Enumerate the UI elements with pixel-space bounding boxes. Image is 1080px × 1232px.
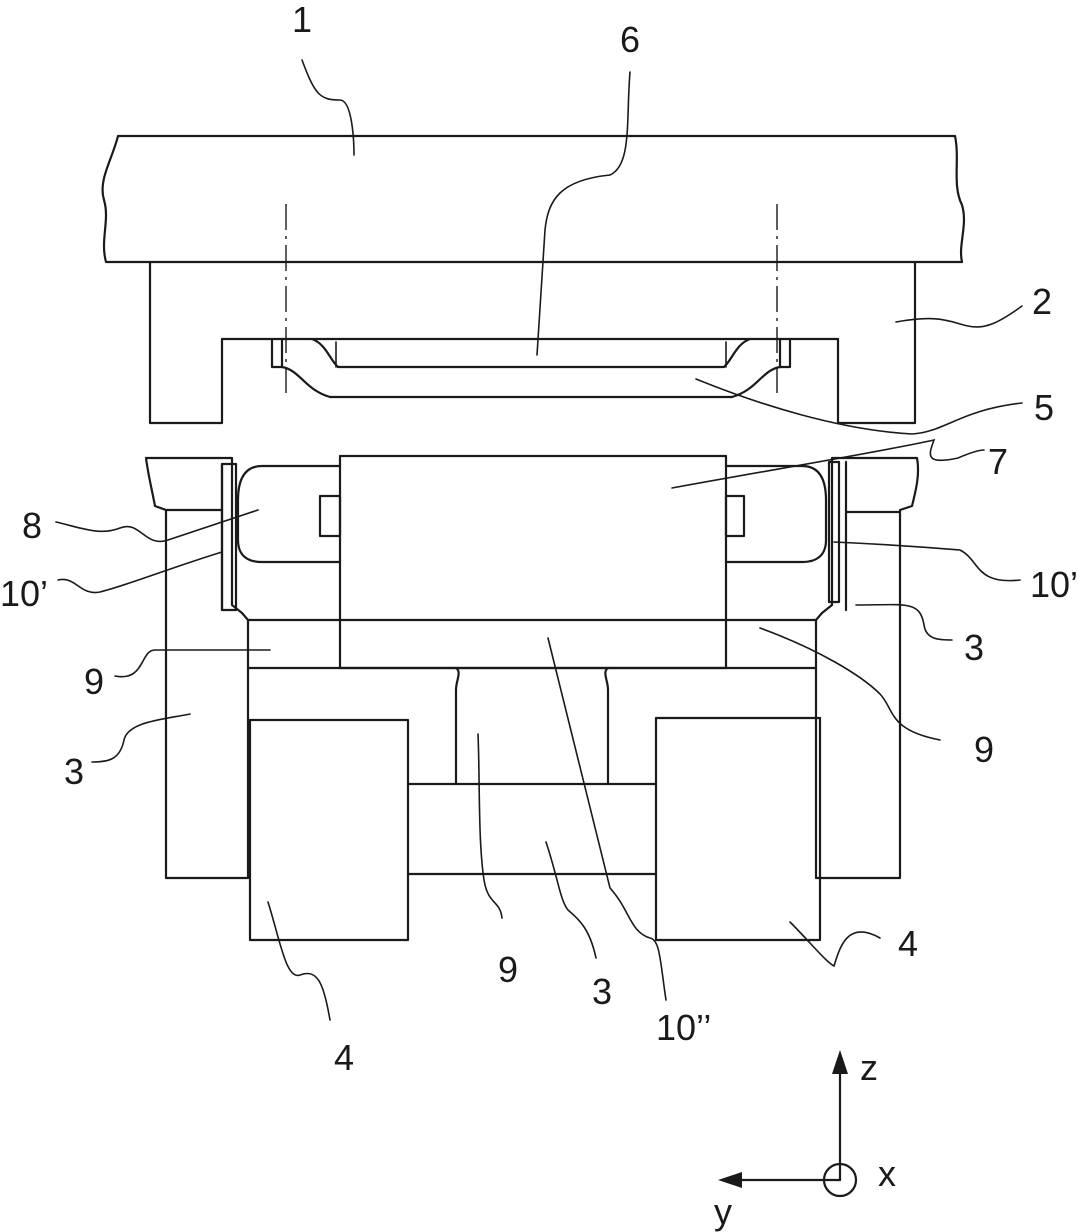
- axis-label-y: y: [714, 1191, 732, 1232]
- plate-10-right: [827, 460, 841, 604]
- coil-8-left: [236, 464, 342, 564]
- label-4-left: 4: [334, 1037, 354, 1078]
- rail-3-right-cap: [814, 456, 920, 880]
- label-1: 1: [292, 0, 312, 40]
- rail-3-left-cap: [144, 456, 250, 880]
- label-6: 6: [620, 19, 640, 60]
- recess-5-profile: [280, 365, 782, 399]
- label-10-right: 10’: [1030, 564, 1078, 605]
- z-axis-arrow-icon: [832, 1050, 848, 1074]
- coil-8-right: [724, 464, 828, 564]
- block-4-right: [654, 716, 822, 942]
- label-3-right-upper: 3: [964, 627, 984, 668]
- label-10-left: 10’: [0, 573, 48, 614]
- axis-label-z: z: [860, 1047, 878, 1088]
- web-9: [454, 666, 460, 786]
- label-7: 7: [988, 441, 1008, 482]
- y-axis-arrow-icon: [718, 1172, 742, 1188]
- label-4-right: 4: [898, 923, 918, 964]
- recess-5-right-tab: [778, 337, 792, 369]
- x-axis-out-of-plane-icon: [822, 1162, 858, 1198]
- label-3-left: 3: [64, 751, 84, 792]
- strip-6: [310, 337, 752, 369]
- label-3-bottom: 3: [592, 971, 612, 1012]
- block-4-left: [248, 718, 410, 942]
- label-5: 5: [1034, 387, 1054, 428]
- bridge-3: [406, 782, 658, 876]
- label-9-left: 9: [84, 661, 104, 702]
- recess-5: [270, 337, 284, 369]
- label-9-bottom: 9: [498, 949, 518, 990]
- label-2: 2: [1032, 281, 1052, 322]
- label-9-right: 9: [974, 729, 994, 770]
- plate-10-left: [220, 462, 238, 612]
- axis-label-x: x: [878, 1153, 896, 1194]
- label-8: 8: [22, 505, 42, 546]
- label-10-bottom: 10’’: [656, 1007, 711, 1048]
- plate-1: [101, 134, 966, 264]
- carrier-2: [148, 260, 917, 425]
- magnet-7: [338, 454, 728, 670]
